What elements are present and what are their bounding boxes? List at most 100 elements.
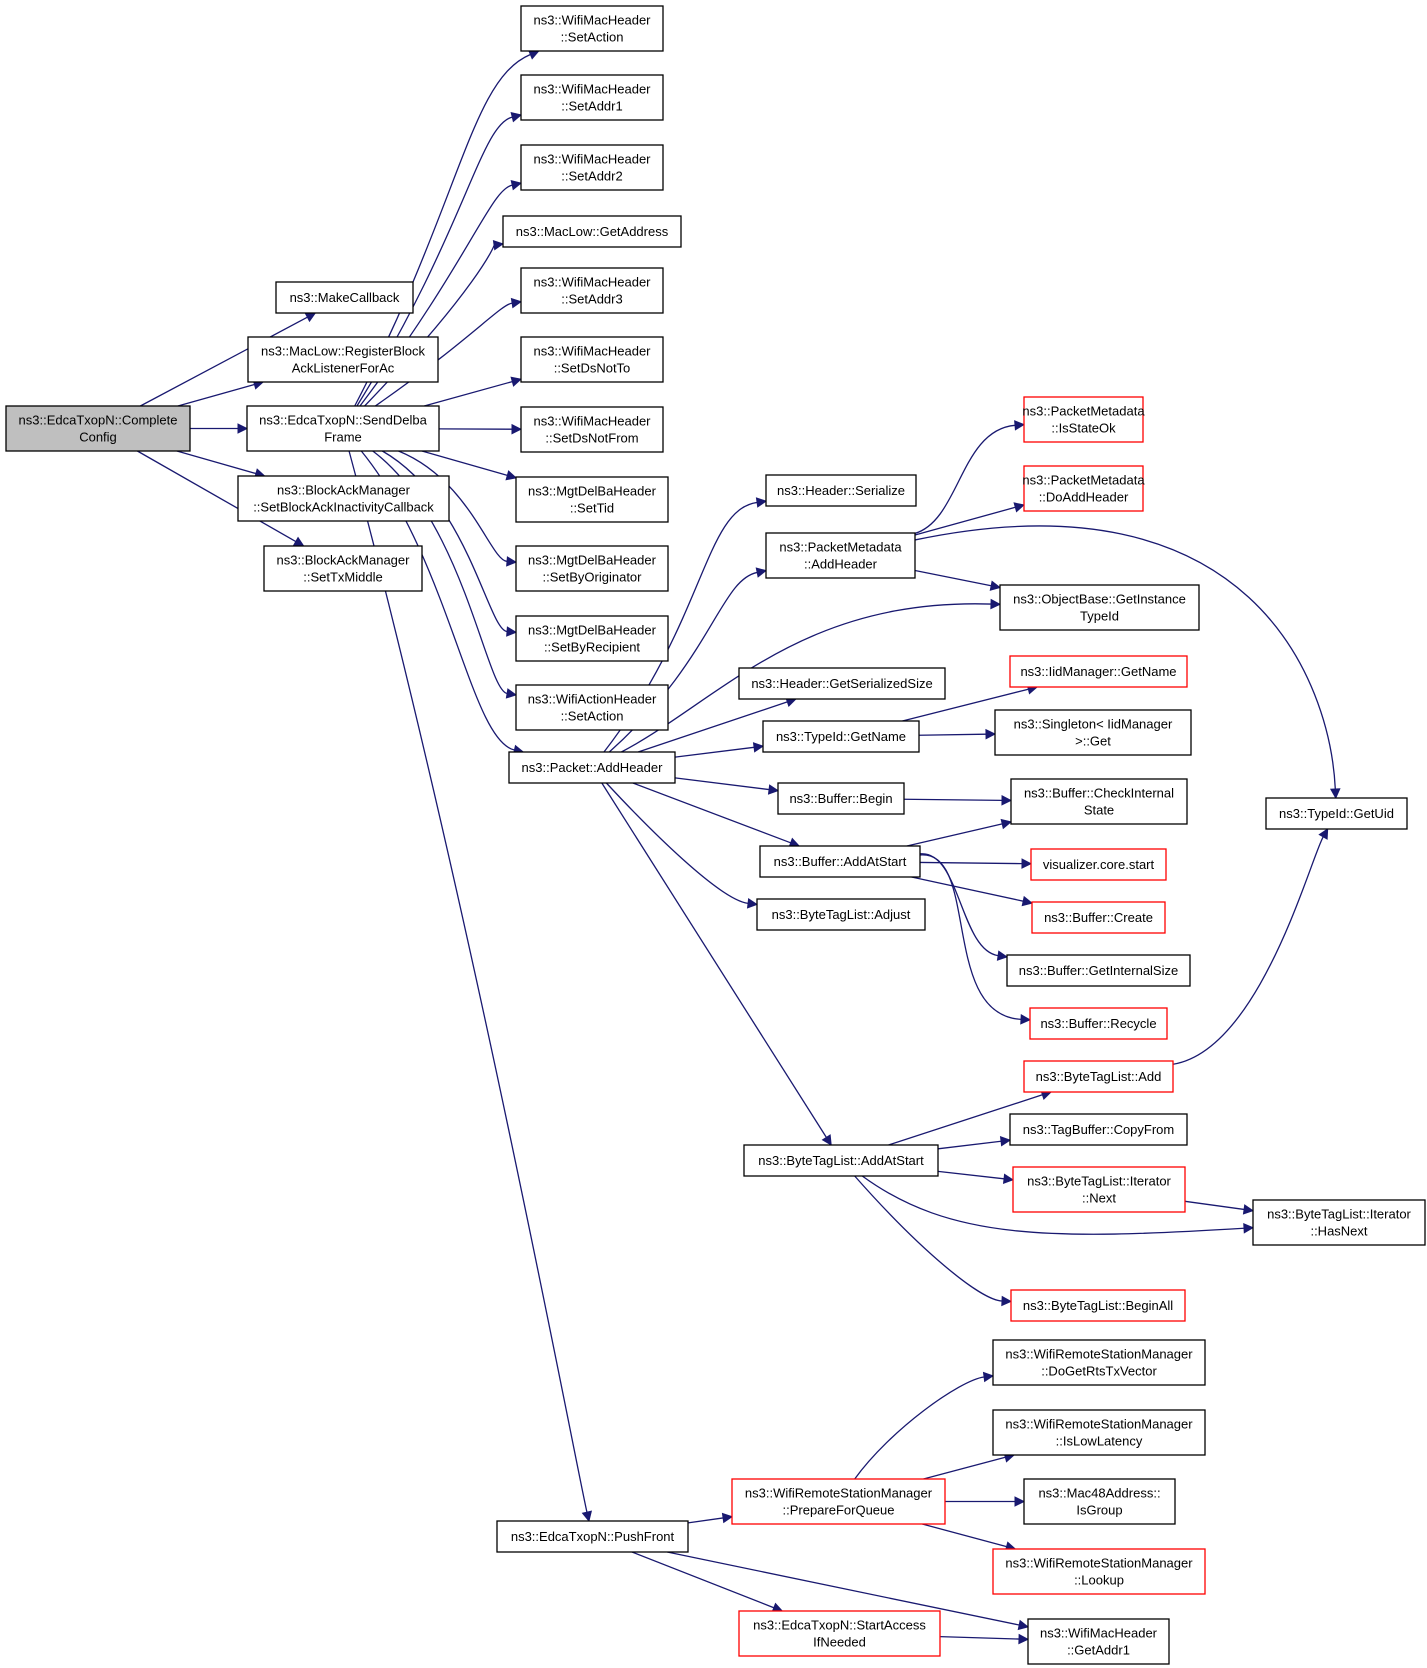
node-iidmanager-get-name[interactable]: ns3::IidManager::GetName xyxy=(1009,655,1188,688)
node-wifimacheader-set-addr1[interactable]: ns3::WifiMacHeader::SetAddr1 xyxy=(520,74,664,121)
node-box xyxy=(743,1144,939,1177)
node-mgtdelbaheader-set-tid[interactable]: ns3::MgtDelBaHeader::SetTid xyxy=(515,476,669,523)
node-box xyxy=(1023,1060,1174,1093)
node-bytetaglist-adjust[interactable]: ns3::ByteTagList::Adjust xyxy=(756,898,926,931)
node-box xyxy=(246,405,440,452)
node-mgtdelbaheader-set-by-recipient[interactable]: ns3::MgtDelBaHeader::SetByRecipient xyxy=(515,615,669,662)
arrowhead-icon xyxy=(581,1510,593,1523)
node-label-line: ::SetByRecipient xyxy=(544,640,640,655)
node-buffer-begin[interactable]: ns3::Buffer::Begin xyxy=(777,782,905,815)
node-maclow-register-block-ack-listener[interactable]: ns3::MacLow::RegisterBlockAckListenerFor… xyxy=(247,336,439,383)
node-label-line: ::Next xyxy=(1082,1191,1116,1206)
node-wifiactionheader-set-action[interactable]: ns3::WifiActionHeader::SetAction xyxy=(515,684,669,731)
call-edge-packet_add_header-to-buffer_add_at_start xyxy=(632,782,791,844)
node-packetmetadata-do-add-header[interactable]: ns3::PacketMetadata::DoAddHeader xyxy=(1022,465,1145,512)
node-label-line: ns3::MgtDelBaHeader xyxy=(528,553,657,568)
node-wifimacheader-set-ds-not-from[interactable]: ns3::WifiMacHeader::SetDsNotFrom xyxy=(520,406,664,453)
node-bytetaglist-iterator-has-next[interactable]: ns3::ByteTagList::Iterator::HasNext xyxy=(1252,1199,1426,1246)
call-edge-buffer_add_at_start-to-check_internal_state xyxy=(906,823,1003,847)
node-label-line: ns3::WifiMacHeader xyxy=(533,13,651,28)
node-packetmetadata-add-header[interactable]: ns3::PacketMetadata::AddHeader xyxy=(765,532,916,579)
node-buffer-recycle[interactable]: ns3::Buffer::Recycle xyxy=(1029,1007,1168,1040)
node-label-line: ::SetTid xyxy=(570,501,614,516)
arrowhead-icon xyxy=(767,784,780,795)
call-edge-send_delba-to-set_tid xyxy=(421,450,508,476)
node-wifimacheader-set-action[interactable]: ns3::WifiMacHeader::SetAction xyxy=(520,5,664,52)
node-buffer-create[interactable]: ns3::Buffer::Create xyxy=(1031,901,1166,934)
node-label-line: State xyxy=(1084,803,1114,818)
node-wrsm-prepare-for-queue[interactable]: ns3::WifiRemoteStationManager::PrepareFo… xyxy=(731,1478,946,1525)
call-edge-send_delba-to-set_by_originator xyxy=(398,450,508,563)
node-box xyxy=(999,584,1200,631)
node-buffer-add-at-start[interactable]: ns3::Buffer::AddAtStart xyxy=(759,845,921,878)
node-label-line: Config xyxy=(79,430,117,445)
node-visualizer-core-start[interactable]: visualizer.core.start xyxy=(1030,848,1167,881)
node-wifimacheader-set-ds-not-to[interactable]: ns3::WifiMacHeader::SetDsNotTo xyxy=(520,336,664,383)
node-buffer-get-internal-size[interactable]: ns3::Buffer::GetInternalSize xyxy=(1006,954,1191,987)
node-mac48address-is-group[interactable]: ns3::Mac48Address::IsGroup xyxy=(1023,1478,1176,1525)
node-tagbuffer-copy-from[interactable]: ns3::TagBuffer::CopyFrom xyxy=(1009,1113,1188,1146)
node-label-line: ::Lookup xyxy=(1074,1573,1124,1588)
call-edge-buffer_add_at_start-to-viz_start xyxy=(919,861,1023,865)
node-packet-add-header[interactable]: ns3::Packet::AddHeader xyxy=(508,751,676,784)
node-header-serialize[interactable]: ns3::Header::Serialize xyxy=(765,474,917,507)
arrowhead-icon xyxy=(1242,1204,1255,1215)
node-wifimacheader-set-addr2[interactable]: ns3::WifiMacHeader::SetAddr2 xyxy=(520,144,664,191)
node-bytetaglist-add-at-start[interactable]: ns3::ByteTagList::AddAtStart xyxy=(743,1144,939,1177)
node-make-callback[interactable]: ns3::MakeCallback xyxy=(275,281,414,314)
node-singleton-iidmanager-get[interactable]: ns3::Singleton< IidManager>::Get xyxy=(994,709,1192,756)
node-label-line: ns3::EdcaTxopN::StartAccess xyxy=(753,1618,926,1633)
call-edge-packet_add_header-to-typeid_get_name xyxy=(674,746,755,758)
node-label-line: ns3::Buffer::Begin xyxy=(789,791,892,806)
node-wifimacheader-get-addr1[interactable]: ns3::WifiMacHeader::GetAddr1 xyxy=(1027,1618,1170,1665)
node-edcatxopn-push-front[interactable]: ns3::EdcaTxopN::PushFront xyxy=(496,1520,689,1553)
node-label-line: ns3::PacketMetadata xyxy=(1022,473,1145,488)
node-label-line: ::GetAddr1 xyxy=(1067,1643,1130,1658)
node-bytetaglist-iterator-next[interactable]: ns3::ByteTagList::Iterator::Next xyxy=(1012,1166,1186,1213)
node-label-line: ns3::WifiMacHeader xyxy=(533,152,651,167)
call-edge-packet_add_header-to-get_serialized_size xyxy=(637,701,788,753)
call-edge-complete_config-to-make_callback xyxy=(140,316,308,407)
node-blockackmanager-set-inactivity-callback[interactable]: ns3::BlockAckManager::SetBlockAckInactiv… xyxy=(237,475,450,522)
node-label-line: ns3::BlockAckManager xyxy=(277,483,411,498)
call-edge-btl_add_at_start-to-tagbuffer_copy_from xyxy=(937,1140,1002,1150)
node-wrsm-do-get-rts-tx-vector[interactable]: ns3::WifiRemoteStationManager::DoGetRtsT… xyxy=(992,1339,1206,1386)
node-wrsm-is-low-latency[interactable]: ns3::WifiRemoteStationManager::IsLowLate… xyxy=(992,1409,1206,1456)
node-label-line: ns3::WifiRemoteStationManager xyxy=(1005,1417,1193,1432)
node-packetmetadata-is-state-ok[interactable]: ns3::PacketMetadata::IsStateOk xyxy=(1022,396,1145,443)
node-box xyxy=(756,898,926,931)
node-label-line: ns3::Header::GetSerializedSize xyxy=(751,676,932,691)
node-label-line: ns3::ByteTagList::Add xyxy=(1036,1069,1162,1084)
arrowhead-icon xyxy=(304,312,317,323)
node-typeid-get-name[interactable]: ns3::TypeId::GetName xyxy=(762,720,920,753)
node-wrsm-lookup[interactable]: ns3::WifiRemoteStationManager::Lookup xyxy=(992,1548,1206,1595)
node-label-line: ns3::MgtDelBaHeader xyxy=(528,623,657,638)
node-label-line: ns3::WifiMacHeader xyxy=(533,275,651,290)
node-box xyxy=(515,545,669,592)
node-label-line: ns3::Buffer::Create xyxy=(1044,910,1153,925)
node-mgtdelbaheader-set-by-originator[interactable]: ns3::MgtDelBaHeader::SetByOriginator xyxy=(515,545,669,592)
node-label-line: IsGroup xyxy=(1076,1503,1122,1518)
node-box xyxy=(992,1409,1206,1456)
node-box xyxy=(777,782,905,815)
node-maclow-get-address[interactable]: ns3::MacLow::GetAddress xyxy=(502,215,682,248)
node-bytetaglist-add[interactable]: ns3::ByteTagList::Add xyxy=(1023,1060,1174,1093)
node-label-line: ::SetAddr1 xyxy=(561,99,622,114)
arrowhead-icon xyxy=(510,376,523,387)
node-blockackmanager-set-tx-middle[interactable]: ns3::BlockAckManager::SetTxMiddle xyxy=(263,545,423,592)
node-header-get-serialized-size[interactable]: ns3::Header::GetSerializedSize xyxy=(738,667,946,700)
node-wifimacheader-set-addr3[interactable]: ns3::WifiMacHeader::SetAddr3 xyxy=(520,267,664,314)
call-edge-pm_add_header-to-typeid_get_uid xyxy=(914,525,1336,790)
node-label-line: ns3::Buffer::CheckInternal xyxy=(1024,786,1174,801)
node-label-line: ns3::WifiMacHeader xyxy=(533,82,651,97)
node-typeid-get-uid[interactable]: ns3::TypeId::GetUid xyxy=(1265,797,1408,830)
node-bytetaglist-begin-all[interactable]: ns3::ByteTagList::BeginAll xyxy=(1010,1289,1186,1322)
node-label-line: ns3::WifiActionHeader xyxy=(528,692,657,707)
